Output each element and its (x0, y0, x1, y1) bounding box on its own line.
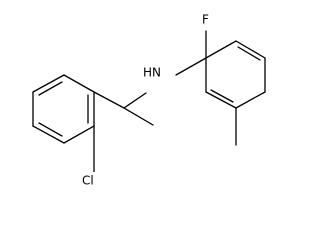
bond (235, 91, 266, 109)
bond (205, 40, 237, 59)
bond-nitrogen-to-ch (123, 92, 147, 109)
bond (205, 91, 237, 109)
bond (32, 74, 65, 93)
molecule-structure-diagram: F HN Cl (32, 12, 266, 189)
right-benzene-ring (205, 40, 266, 109)
bond-ch-to-left-ring (93, 91, 125, 109)
left-benzene-ring (32, 74, 95, 144)
bond (235, 40, 266, 59)
bond (63, 74, 95, 93)
double-bond-inner (38, 122, 63, 137)
bond (63, 125, 95, 144)
amine-label: HN (143, 66, 161, 80)
bond-ring-to-nitrogen (175, 57, 207, 76)
chlorine-label: Cl (82, 174, 94, 188)
double-bond-inner (237, 46, 261, 61)
double-bond-inner (38, 81, 63, 96)
fluorine-label: F (202, 13, 209, 27)
double-bond-inner (210, 89, 234, 103)
bond-ch-to-methyl (123, 107, 154, 126)
bond (32, 125, 65, 144)
